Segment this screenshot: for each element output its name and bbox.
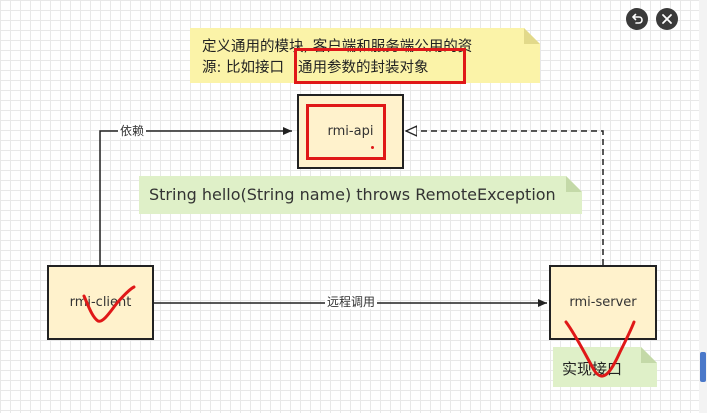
scrollbar-thumb[interactable] — [700, 352, 706, 382]
remote-call-label: 远程调用 — [325, 295, 378, 309]
rmi-client-node[interactable]: rmi-client — [47, 265, 154, 340]
rmi-api-label: rmi-api — [327, 124, 374, 139]
vertical-scrollbar[interactable] — [699, 0, 707, 413]
module-description-line2: 源: 比如接口 — [202, 56, 284, 77]
rmi-server-node[interactable]: rmi-server — [549, 265, 657, 340]
module-description-prefix: 源: 比如接口 — [202, 60, 284, 76]
highlight-annotation — [294, 48, 466, 84]
module-description-note: 定义通用的模块, 客户端和服务端公用的资 源: 比如接口 通用参数的封装对象 — [190, 28, 540, 83]
implements-note-fold — [641, 347, 657, 363]
undo-icon — [632, 13, 643, 24]
rmi-api-annotation — [306, 104, 386, 160]
close-button[interactable] — [656, 8, 678, 30]
rmi-client-label: rmi-client — [69, 295, 132, 310]
module-description-fold — [524, 28, 540, 44]
implements-note-text: 实现接口 — [562, 360, 623, 378]
undo-button[interactable] — [626, 8, 648, 30]
rmi-server-label: rmi-server — [569, 295, 637, 310]
module-description-line1: 定义通用的模块, 客户端和服务端公用的资 — [202, 39, 473, 55]
module-description-highlight: 通用参数的封装对象 — [298, 60, 429, 76]
method-signature-note: String hello(String name) throws RemoteE… — [139, 176, 582, 214]
method-signature-fold — [566, 176, 582, 192]
method-signature-text: String hello(String name) throws RemoteE… — [149, 185, 556, 204]
annotation-dot — [371, 146, 374, 149]
depend-label: 依赖 — [118, 124, 147, 138]
close-icon — [662, 14, 672, 24]
